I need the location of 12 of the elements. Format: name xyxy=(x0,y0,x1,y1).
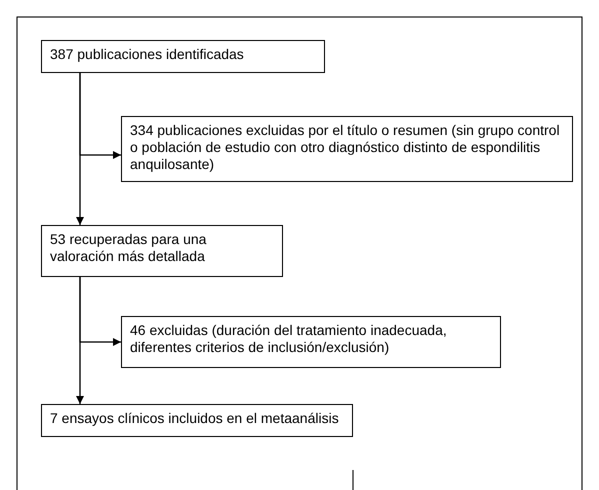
process-box xyxy=(41,40,325,73)
arrow xyxy=(79,73,121,159)
box-text: 387 publicaciones identificadas xyxy=(50,46,245,63)
process-box xyxy=(121,116,573,182)
process-box xyxy=(41,225,283,277)
process-box xyxy=(41,404,353,437)
box-text: 7 ensayos clínicos incluidos en el metaanálisis xyxy=(50,410,340,427)
box-text: 46 excluidas (duración del tratamiento inadecuada, diferentes criterios de inclusión/exclusión) xyxy=(130,322,448,356)
arrow xyxy=(79,277,121,346)
process-box xyxy=(121,316,501,368)
box-text: 334 publicaciones excluidas por el título o resumen (sin grupo control o población de estudio con otro diagnóstico distinto de espondilitis anquilosante) xyxy=(130,122,561,173)
box-text: 53 recuperadas para una valoración más detallada xyxy=(50,231,208,265)
